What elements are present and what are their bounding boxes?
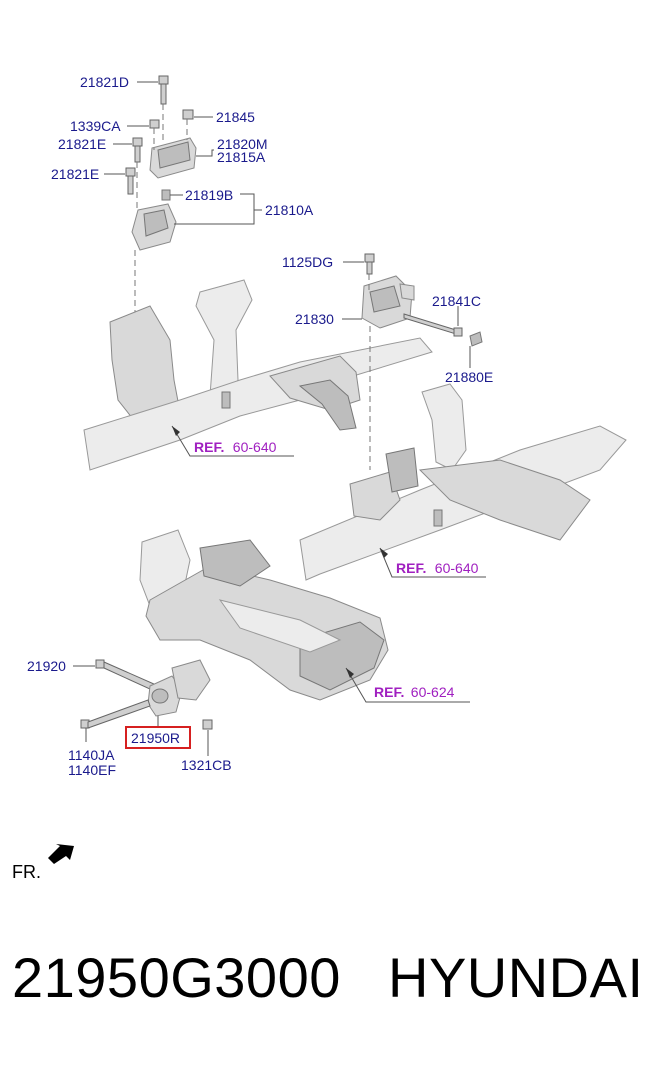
bolt-21821e-b-icon [125, 167, 136, 195]
label-21950r: 21950R [131, 730, 180, 746]
roll-mount-21950r-icon [147, 659, 211, 717]
label-21920: 21920 [27, 658, 66, 674]
label-21821d: 21821D [80, 74, 129, 90]
label-21830: 21830 [295, 311, 334, 327]
ref-labels: REF. 60-640 REF. 60-640 REF. 60-624 [194, 439, 479, 701]
washer-21880e-icon [469, 331, 483, 347]
caption-bar: 21950G3000 HYUNDAI [0, 945, 651, 1025]
mount-21810a-icon [131, 203, 177, 251]
bracket-21820m-icon [149, 137, 197, 179]
nut-21845-icon [182, 109, 194, 120]
label-21819b: 21819B [185, 187, 233, 203]
label-1140ja: 1140JA [68, 747, 115, 763]
label-1125dg: 1125DG [282, 254, 333, 270]
label-21810a: 21810A [265, 202, 314, 218]
ref-label-3: REF. 60-624 [374, 684, 455, 701]
label-1339ca: 1339CA [70, 118, 121, 134]
label-21845: 21845 [216, 109, 255, 125]
bolt-21920-icon [95, 659, 155, 691]
ref-label-2: REF. 60-640 [396, 560, 479, 577]
nut-1339ca-icon [149, 119, 160, 129]
bolt-1140ja-icon [80, 699, 151, 729]
label-21820m: 21820M [217, 136, 268, 152]
subframe [139, 529, 389, 701]
label-1321cb: 1321CB [181, 757, 232, 773]
front-direction-indicator: FR. [12, 844, 74, 882]
label-1140ef: 1140EF [68, 762, 116, 778]
ref-lines [171, 425, 486, 703]
front-arrow-icon [48, 844, 74, 864]
bolt-21841c-icon [403, 313, 463, 337]
bolt-1125dg-icon [364, 253, 375, 275]
label-21821e-b: 21821E [51, 166, 99, 182]
nut-1321cb-icon [202, 719, 213, 730]
mount-21830-icon [361, 275, 415, 329]
label-21841c: 21841C [432, 293, 481, 309]
callout-labels: 21821D 1339CA 21845 21821E 21820M 21815A… [27, 74, 493, 778]
right-mount-assembly [361, 253, 483, 470]
leader-lines [73, 81, 471, 756]
highlight-box-21950r [125, 726, 191, 749]
front-label: FR. [12, 862, 41, 882]
ref-label-1: REF. 60-640 [194, 439, 277, 456]
rear-roll-mount-assembly [80, 659, 213, 730]
stopper-21819b-icon [161, 189, 171, 201]
label-21880e: 21880E [445, 369, 493, 385]
bolt-21821d-icon [158, 75, 169, 105]
bolt-21821e-a-icon [132, 137, 143, 163]
label-21815a: 21815A [217, 149, 266, 165]
left-side-member [83, 279, 433, 471]
part-number: 21950G3000 [12, 946, 341, 1009]
right-side-member [299, 383, 627, 581]
label-21821e-a: 21821E [58, 136, 106, 152]
brand-name: HYUNDAI [388, 946, 644, 1009]
